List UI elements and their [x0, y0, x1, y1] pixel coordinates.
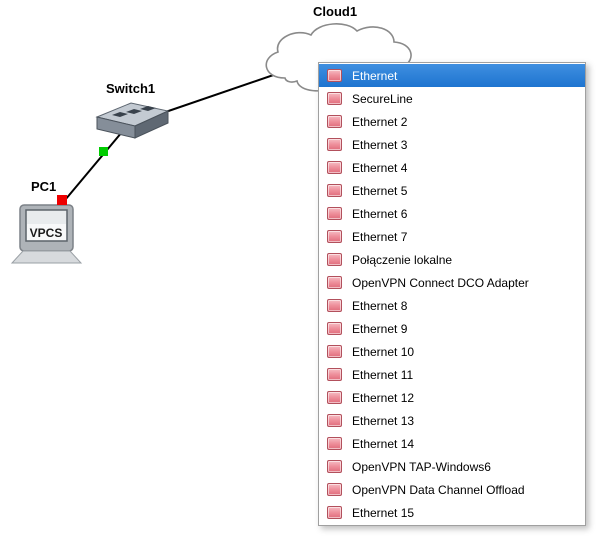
menu-item-label: Ethernet 15: [352, 505, 415, 520]
network-adapter-icon: [327, 437, 342, 450]
menu-item-label: Ethernet 2: [352, 114, 408, 129]
network-adapter-icon: [327, 368, 342, 381]
menu-item[interactable]: Ethernet 14: [319, 432, 585, 455]
menu-item[interactable]: Ethernet 2: [319, 110, 585, 133]
menu-item[interactable]: Ethernet 11: [319, 363, 585, 386]
menu-item-label: Ethernet 10: [352, 344, 415, 359]
menu-item-label: OpenVPN Data Channel Offload: [352, 482, 525, 497]
menu-item-label: SecureLine: [352, 91, 413, 106]
network-adapter-icon: [327, 414, 342, 427]
menu-item[interactable]: Ethernet 3: [319, 133, 585, 156]
network-adapter-icon: [327, 253, 342, 266]
pc-label: PC1: [31, 179, 57, 194]
menu-item-label: Ethernet 7: [352, 229, 408, 244]
link-status-up-indicator: [99, 147, 108, 156]
network-adapter-icon: [327, 483, 342, 496]
menu-item-label: OpenVPN Connect DCO Adapter: [352, 275, 529, 290]
pc-node[interactable]: VPCS: [10, 204, 83, 264]
switch-label: Switch1: [106, 81, 156, 96]
menu-item-label: Ethernet 11: [352, 367, 414, 382]
network-adapter-icon: [327, 391, 342, 404]
menu-item[interactable]: OpenVPN TAP-Windows6: [319, 455, 585, 478]
menu-item[interactable]: Ethernet 12: [319, 386, 585, 409]
menu-item-label: Połączenie lokalne: [352, 252, 453, 267]
menu-item[interactable]: Ethernet 6: [319, 202, 585, 225]
menu-item[interactable]: Ethernet 9: [319, 317, 585, 340]
network-adapter-icon: [327, 230, 342, 243]
menu-item-label: Ethernet 13: [352, 413, 415, 428]
menu-item-label: Ethernet 9: [352, 321, 408, 336]
menu-item-label: Ethernet 12: [352, 390, 415, 405]
menu-item-label: Ethernet 14: [352, 436, 415, 451]
menu-item[interactable]: Ethernet 13: [319, 409, 585, 432]
menu-item-label: Ethernet 5: [352, 183, 408, 198]
cloud-label: Cloud1: [313, 4, 358, 19]
menu-item[interactable]: SecureLine: [319, 87, 585, 110]
menu-item[interactable]: Połączenie lokalne: [319, 248, 585, 271]
menu-item[interactable]: Ethernet 5: [319, 179, 585, 202]
link-status-down-indicator: [57, 195, 67, 205]
menu-item-label: OpenVPN TAP-Windows6: [352, 459, 491, 474]
menu-item-label: Ethernet 3: [352, 137, 408, 152]
menu-item[interactable]: Ethernet: [319, 64, 585, 87]
menu-item[interactable]: OpenVPN Connect DCO Adapter: [319, 271, 585, 294]
network-adapter-icon: [327, 138, 342, 151]
menu-item[interactable]: Ethernet 8: [319, 294, 585, 317]
menu-item[interactable]: Ethernet 7: [319, 225, 585, 248]
network-adapter-icon: [327, 345, 342, 358]
link-cloud-switch[interactable]: [147, 69, 289, 119]
menu-item[interactable]: Ethernet 15: [319, 501, 585, 524]
network-adapter-icon: [327, 184, 342, 197]
network-adapter-icon: [327, 115, 342, 128]
menu-item-label: Ethernet 6: [352, 206, 408, 221]
network-adapter-icon: [327, 299, 342, 312]
menu-item-label: Ethernet 4: [352, 160, 408, 175]
switch-node[interactable]: [95, 102, 170, 139]
menu-item-label: Ethernet 8: [352, 298, 408, 313]
pc-screen-text: VPCS: [30, 226, 63, 240]
menu-item-label: Ethernet: [352, 68, 398, 83]
network-adapter-icon: [327, 322, 342, 335]
network-adapter-icon: [327, 460, 342, 473]
network-adapter-icon: [327, 69, 342, 82]
network-adapter-icon: [327, 276, 342, 289]
menu-item[interactable]: Ethernet 4: [319, 156, 585, 179]
menu-item[interactable]: Ethernet 10: [319, 340, 585, 363]
network-adapter-icon: [327, 506, 342, 519]
menu-item[interactable]: OpenVPN Data Channel Offload: [319, 478, 585, 501]
network-adapter-icon: [327, 92, 342, 105]
network-adapter-icon: [327, 161, 342, 174]
network-adapter-icon: [327, 207, 342, 220]
